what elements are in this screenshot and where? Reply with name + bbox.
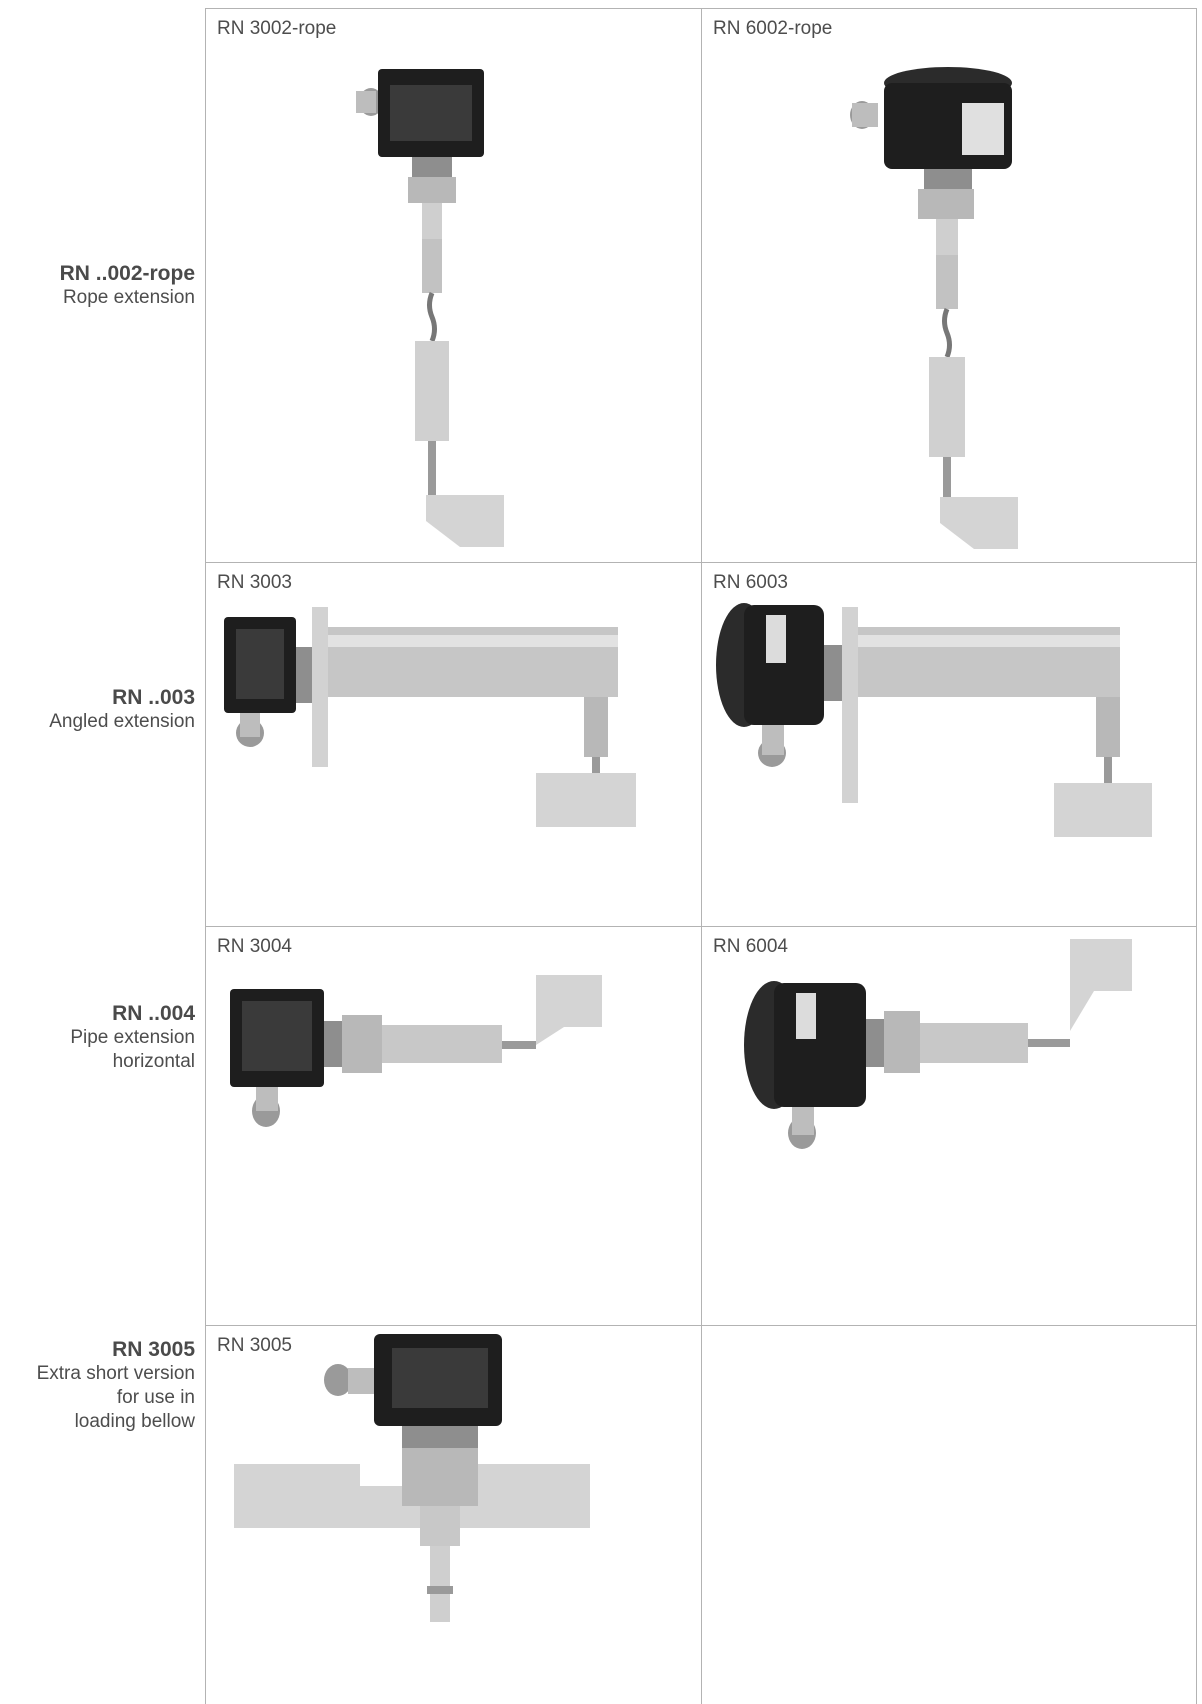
row-label-angled: RN ..003 Angled extension — [49, 686, 195, 734]
rope-switch-square-image — [356, 69, 504, 547]
row-desc: Extra short version — [36, 1363, 195, 1384]
cell-rn6004: RN 6004 — [702, 927, 1196, 1325]
grid-line — [205, 8, 206, 1704]
cell-rn3005: RN 3005 — [206, 1326, 701, 1704]
row-desc: Pipe extension — [70, 1027, 195, 1048]
angled-switch-round-image — [716, 603, 1152, 837]
grid-line — [701, 8, 702, 1704]
row-label-short: RN 3005 Extra short version for use in l… — [37, 1338, 195, 1434]
pipe-switch-round-image — [744, 939, 1132, 1149]
product-grid: RN 3002-rope RN 6002-rope — [205, 8, 1197, 1704]
grid-line — [205, 1325, 1197, 1326]
cell-label: RN 6004 — [713, 936, 788, 957]
row-title: RN ..004 — [112, 1002, 195, 1025]
angled-switch-square-image — [224, 607, 636, 827]
grid-line — [205, 926, 1197, 927]
row-label-pipe: RN ..004 Pipe extension horizontal — [70, 1002, 195, 1074]
rope-switch-round-image — [850, 67, 1018, 549]
cell-label: RN 6003 — [713, 572, 788, 593]
row-desc: loading bellow — [74, 1411, 195, 1432]
cell-label: RN 6002-rope — [713, 18, 833, 39]
row-title: RN 3005 — [112, 1338, 195, 1361]
cell-rn6002-rope: RN 6002-rope — [702, 9, 1196, 562]
row-title: RN ..003 — [112, 686, 195, 709]
grid-line — [205, 562, 1197, 563]
cell-label: RN 3002-rope — [217, 18, 337, 39]
cell-rn3004: RN 3004 — [206, 927, 701, 1325]
row-title: RN ..002-rope — [59, 262, 195, 285]
row-desc: horizontal — [112, 1051, 195, 1072]
row-desc: Angled extension — [49, 711, 195, 732]
grid-line — [1196, 8, 1197, 1704]
row-desc: for use in — [116, 1387, 195, 1408]
cell-rn6003: RN 6003 — [702, 563, 1196, 926]
cell-label: RN 3004 — [217, 936, 292, 957]
grid-line — [205, 8, 1197, 9]
cell-rn3002-rope: RN 3002-rope — [206, 9, 701, 562]
cell-rn3003: RN 3003 — [206, 563, 701, 926]
row-desc: Rope extension — [62, 287, 195, 308]
cell-empty — [702, 1326, 1196, 1704]
row-label-rope: RN ..002-rope Rope extension — [60, 262, 195, 310]
short-switch-image — [234, 1334, 590, 1622]
pipe-switch-square-image — [230, 975, 602, 1127]
cell-label: RN 3005 — [217, 1335, 292, 1356]
cell-label: RN 3003 — [217, 572, 292, 593]
